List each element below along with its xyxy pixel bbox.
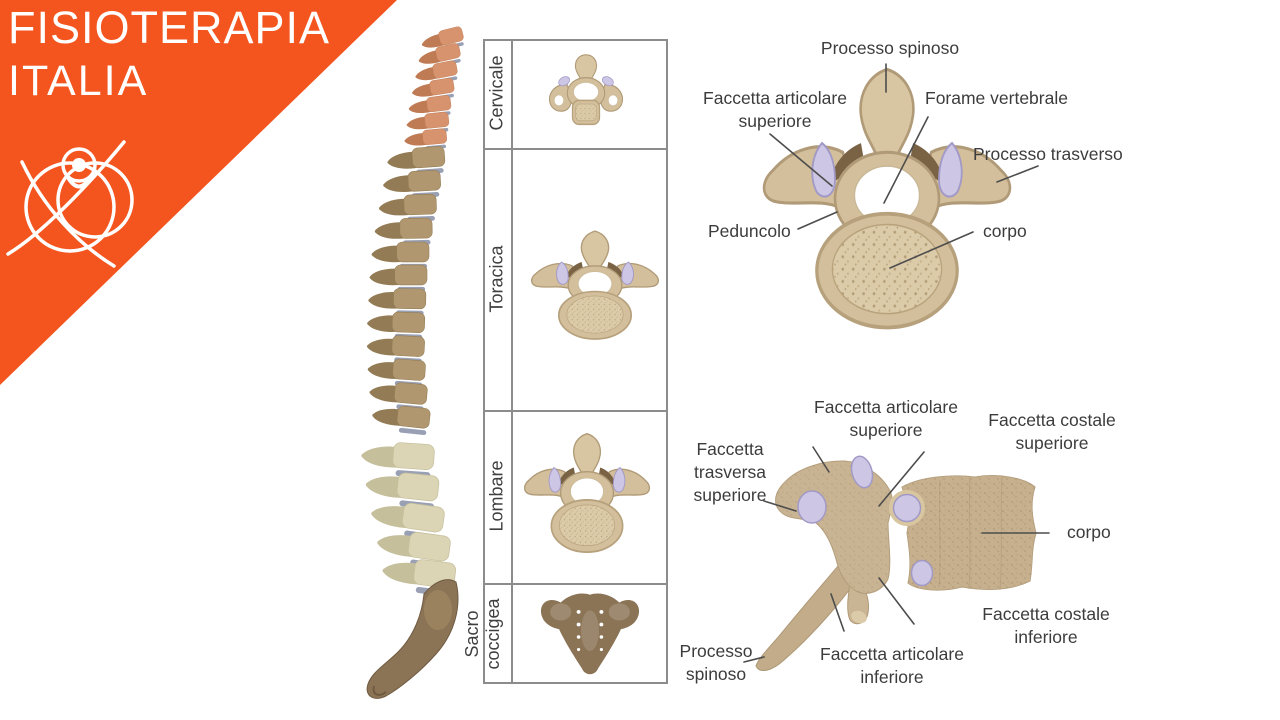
thoracic-vertebra-image: [530, 230, 660, 340]
inferior-articular-facet-shape: [851, 610, 867, 624]
label-corpo-lat: corpo: [1067, 522, 1111, 542]
label-faccetta-trasversa-superiore: Faccetta trasversa superiore: [693, 439, 767, 505]
label-faccetta-articolare-inferiore: Faccetta articolare inferiore: [820, 644, 964, 687]
label-faccetta-costale-inferiore: Faccetta costale inferiore: [982, 604, 1110, 647]
row-label-toracica: Toracica: [486, 245, 507, 313]
row-label-lombare: Lombare: [486, 460, 507, 532]
label-forame-vertebrale: Forame vertebrale: [925, 88, 1068, 108]
cervical-vertebra-image: [548, 54, 624, 126]
sacrum-image: [540, 593, 640, 675]
brand-logo-icon: [6, 140, 134, 268]
inferior-costal-facet-shape: [910, 559, 934, 587]
vertebra-sections-table: [483, 39, 668, 684]
label-faccetta-costale-superiore: Faccetta costale superiore: [988, 410, 1116, 453]
label-faccetta-articolare-superiore-lat: Faccetta articolare superiore: [814, 397, 958, 440]
row-label-sacro-coccigea: Sacro coccigea: [461, 598, 503, 670]
brand-name-line2: ITALIA: [8, 57, 149, 105]
table-label-column-divider: [511, 41, 513, 682]
label-faccetta-articolare-superiore-top: Faccetta articolare superiore: [703, 88, 847, 131]
label-processo-spinoso-top: Processo spinoso: [820, 38, 960, 58]
brand-banner: FISIOTERAPIA ITALIA: [0, 0, 397, 385]
vertebra-lateral-view-illustration: [755, 455, 1037, 672]
thoracic-section: [366, 146, 446, 436]
cervical-section: [403, 25, 466, 152]
lumbar-section: [360, 439, 457, 598]
label-peduncolo: Peduncolo: [708, 221, 791, 241]
label-processo-spinoso-lat: Processo spinoso: [679, 641, 753, 684]
transverse-facet-shape: [797, 490, 827, 524]
label-processo-trasverso: Processo trasverso: [973, 144, 1123, 164]
superior-articular-facet-shape: [850, 455, 874, 489]
brand-name-line1: FISIOTERAPIA: [8, 2, 331, 53]
table-row-divider-2: [485, 410, 666, 412]
sacrum-coccyx-section: [366, 579, 459, 699]
table-row-divider-3: [485, 583, 666, 585]
spine-lateral-illustration: [360, 25, 466, 699]
superior-costal-facet-shape: [892, 493, 922, 523]
lumbar-vertebra-image: [523, 432, 651, 554]
row-label-cervicale: Cervicale: [486, 55, 507, 131]
label-corpo-top: corpo: [983, 221, 1027, 241]
table-row-divider-1: [485, 148, 666, 150]
